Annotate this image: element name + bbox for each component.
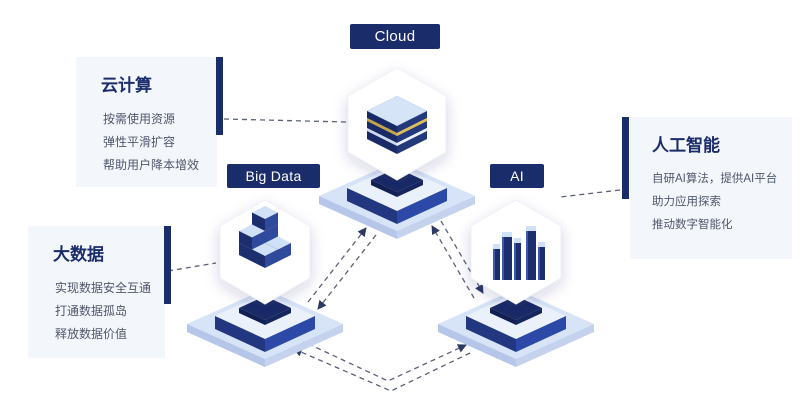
arrow-ai-to-cloud bbox=[431, 225, 475, 299]
arrow-ai-to-bigdata bbox=[293, 348, 471, 392]
panel-ai-line-2: 助力应用探索 bbox=[652, 196, 721, 208]
panel-bigdata-title: 大数据 bbox=[53, 245, 104, 264]
cloud-stack-icon bbox=[366, 95, 428, 154]
hexagon-bigdata bbox=[219, 199, 311, 305]
hexagon-ai bbox=[470, 199, 562, 305]
panel-cloud-line-3: 帮助用户降本增效 bbox=[103, 158, 200, 172]
panel-cloud: 云计算 按需使用资源 弹性平滑扩容 帮助用户降本增效 bbox=[76, 57, 217, 187]
arrow-bigdata-to-cloud bbox=[307, 227, 367, 303]
cloud-node-label: Cloud bbox=[350, 24, 440, 49]
hexagon-cloud bbox=[347, 67, 447, 181]
panel-ai-title: 人工智能 bbox=[652, 136, 720, 155]
panel-leader-lines bbox=[167, 118, 621, 272]
cube-cluster-icon bbox=[239, 206, 291, 268]
panel-ai-accent-bar bbox=[622, 117, 629, 199]
exchange-arrows bbox=[293, 220, 484, 392]
panel-bigdata-line-2: 打通数据孤岛 bbox=[55, 304, 128, 318]
panel-bigdata-accent-bar bbox=[164, 226, 171, 304]
panel-bigdata-line-3: 释放数据价值 bbox=[55, 327, 128, 341]
panel-ai-line-1: 自研AI算法，提供AI平台 bbox=[652, 173, 778, 185]
bigdata-node-label: Big Data bbox=[227, 164, 320, 188]
leader-cloud bbox=[223, 118, 347, 123]
panel-cloud-line-1: 按需使用资源 bbox=[103, 112, 176, 126]
vertical-bars-icon bbox=[493, 226, 545, 280]
arrow-cloud-to-bigdata bbox=[317, 234, 377, 310]
arrow-cloud-to-ai bbox=[440, 220, 484, 294]
panel-ai: 人工智能 自研AI算法，提供AI平台 助力应用探索 推动数字智能化 bbox=[630, 117, 792, 259]
platform-bigdata bbox=[187, 289, 343, 367]
panel-cloud-line-2: 弹性平滑扩容 bbox=[103, 135, 176, 149]
panel-cloud-accent-bar bbox=[216, 57, 223, 135]
panel-cloud-title: 云计算 bbox=[101, 76, 152, 95]
panel-bigdata-line-1: 实现数据安全互通 bbox=[55, 281, 152, 295]
panel-ai-line-3: 推动数字智能化 bbox=[652, 219, 733, 231]
ai-node-label: AI bbox=[490, 164, 544, 188]
leader-ai bbox=[559, 189, 621, 198]
arrow-bigdata-to-ai bbox=[299, 339, 467, 382]
leader-bigdata bbox=[167, 262, 217, 272]
panel-bigdata: 大数据 实现数据安全互通 打通数据孤岛 释放数据价值 bbox=[28, 226, 165, 358]
platform-ai bbox=[438, 289, 594, 367]
